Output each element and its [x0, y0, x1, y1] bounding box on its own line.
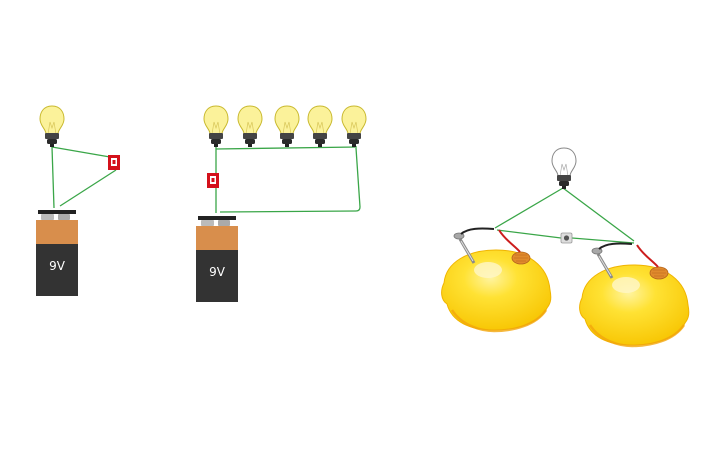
battery-9v[interactable]: 9V — [196, 216, 238, 302]
wires — [494, 187, 635, 244]
circuit-1: 9V — [36, 105, 120, 296]
wire — [562, 187, 635, 242]
light-bulb[interactable] — [307, 105, 333, 147]
wire — [496, 229, 562, 239]
light-bulb[interactable] — [274, 105, 300, 147]
switch[interactable] — [108, 155, 120, 170]
light-bulb[interactable] — [237, 105, 263, 147]
copper-coin — [511, 251, 531, 265]
circuit-3 — [441, 147, 690, 348]
wire — [59, 169, 117, 207]
push-button-switch[interactable] — [560, 232, 573, 244]
light-bulb[interactable] — [341, 105, 367, 147]
wire — [215, 146, 358, 150]
switch[interactable] — [207, 173, 219, 188]
lead-wires — [460, 227, 521, 253]
battery-label: 9V — [209, 265, 226, 279]
battery-label: 9V — [49, 259, 66, 273]
wire — [51, 146, 55, 209]
wires — [51, 146, 117, 209]
copper-coin — [649, 266, 669, 280]
wires — [215, 146, 361, 213]
wire — [494, 187, 564, 229]
lemon-cell[interactable] — [579, 242, 690, 348]
light-bulb[interactable] — [203, 105, 229, 147]
lead-wires — [598, 242, 659, 268]
light-bulb-off[interactable] — [551, 147, 577, 189]
zinc-nail — [591, 247, 614, 279]
lemon-cell[interactable] — [441, 227, 552, 333]
light-bulb[interactable] — [39, 105, 65, 147]
wire — [571, 237, 635, 244]
battery-9v[interactable]: 9V — [36, 210, 78, 296]
wire — [51, 146, 111, 158]
circuit-2: 9V — [196, 105, 367, 302]
wire — [219, 147, 361, 213]
